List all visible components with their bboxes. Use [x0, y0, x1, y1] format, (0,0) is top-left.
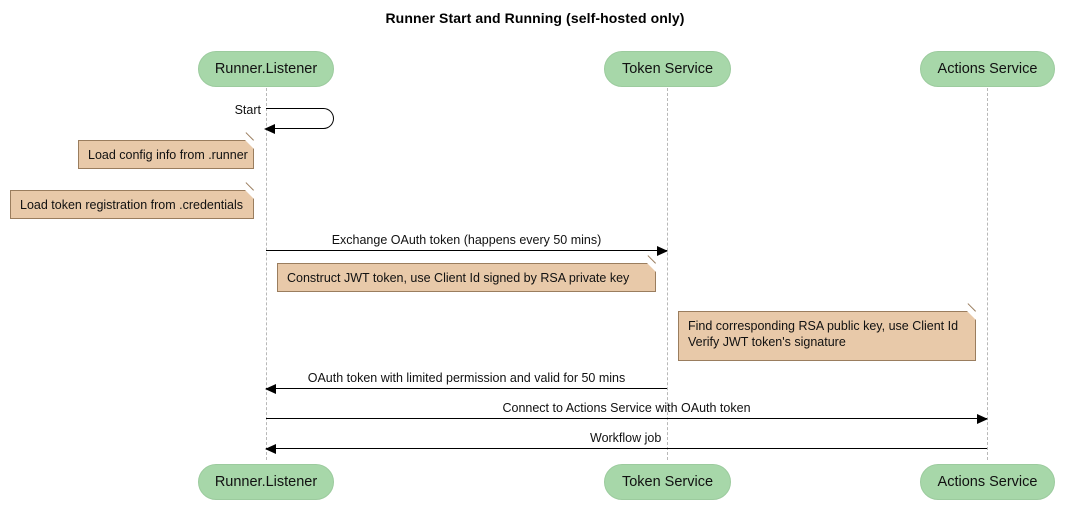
participant-label: Token Service	[621, 474, 714, 490]
participant-runner-listener-top[interactable]: Runner.Listener	[198, 51, 334, 87]
self-message-label-start: Start	[234, 103, 261, 117]
participant-actions-service-bottom[interactable]: Actions Service	[920, 464, 1055, 500]
note-load-token-registration: Load token registration from .credential…	[10, 190, 254, 219]
message-connect-actions-service[interactable]: Connect to Actions Service with OAuth to…	[266, 401, 988, 424]
message-workflow-job[interactable]: Workflow job	[265, 431, 987, 454]
participant-label: Token Service	[621, 61, 714, 77]
self-message-start[interactable]	[264, 108, 334, 134]
message-label: OAuth token with limited permission and …	[307, 371, 626, 385]
note-construct-jwt: Construct JWT token, use Client Id signe…	[277, 263, 656, 292]
participant-token-service-top[interactable]: Token Service	[604, 51, 731, 87]
arrowhead-left-icon	[264, 124, 275, 134]
diagram-title: Runner Start and Running (self-hosted on…	[385, 10, 685, 26]
note-verify-jwt: Find corresponding RSA public key, use C…	[678, 311, 976, 361]
message-label: Workflow job	[590, 431, 662, 445]
participant-actions-service-top[interactable]: Actions Service	[920, 51, 1055, 87]
arrowhead-left-icon	[265, 384, 276, 394]
message-label: Exchange OAuth token (happens every 50 m…	[331, 233, 602, 247]
participant-label: Runner.Listener	[214, 474, 318, 490]
arrowhead-right-icon	[657, 246, 668, 256]
message-oauth-token-response[interactable]: OAuth token with limited permission and …	[265, 371, 667, 394]
participant-runner-listener-bottom[interactable]: Runner.Listener	[198, 464, 334, 500]
participant-token-service-bottom[interactable]: Token Service	[604, 464, 731, 500]
arrowhead-left-icon	[265, 444, 276, 454]
participant-label: Runner.Listener	[214, 61, 318, 77]
lifeline-token-service	[667, 88, 668, 460]
note-load-config: Load config info from .runner	[78, 140, 254, 169]
message-label: Connect to Actions Service with OAuth to…	[502, 401, 751, 415]
message-exchange-oauth-token[interactable]: Exchange OAuth token (happens every 50 m…	[266, 233, 668, 256]
participant-label: Actions Service	[937, 61, 1038, 77]
lifeline-actions-service	[987, 88, 988, 460]
arrowhead-right-icon	[977, 414, 988, 424]
participant-label: Actions Service	[937, 474, 1038, 490]
lifeline-runner-listener	[266, 88, 267, 460]
